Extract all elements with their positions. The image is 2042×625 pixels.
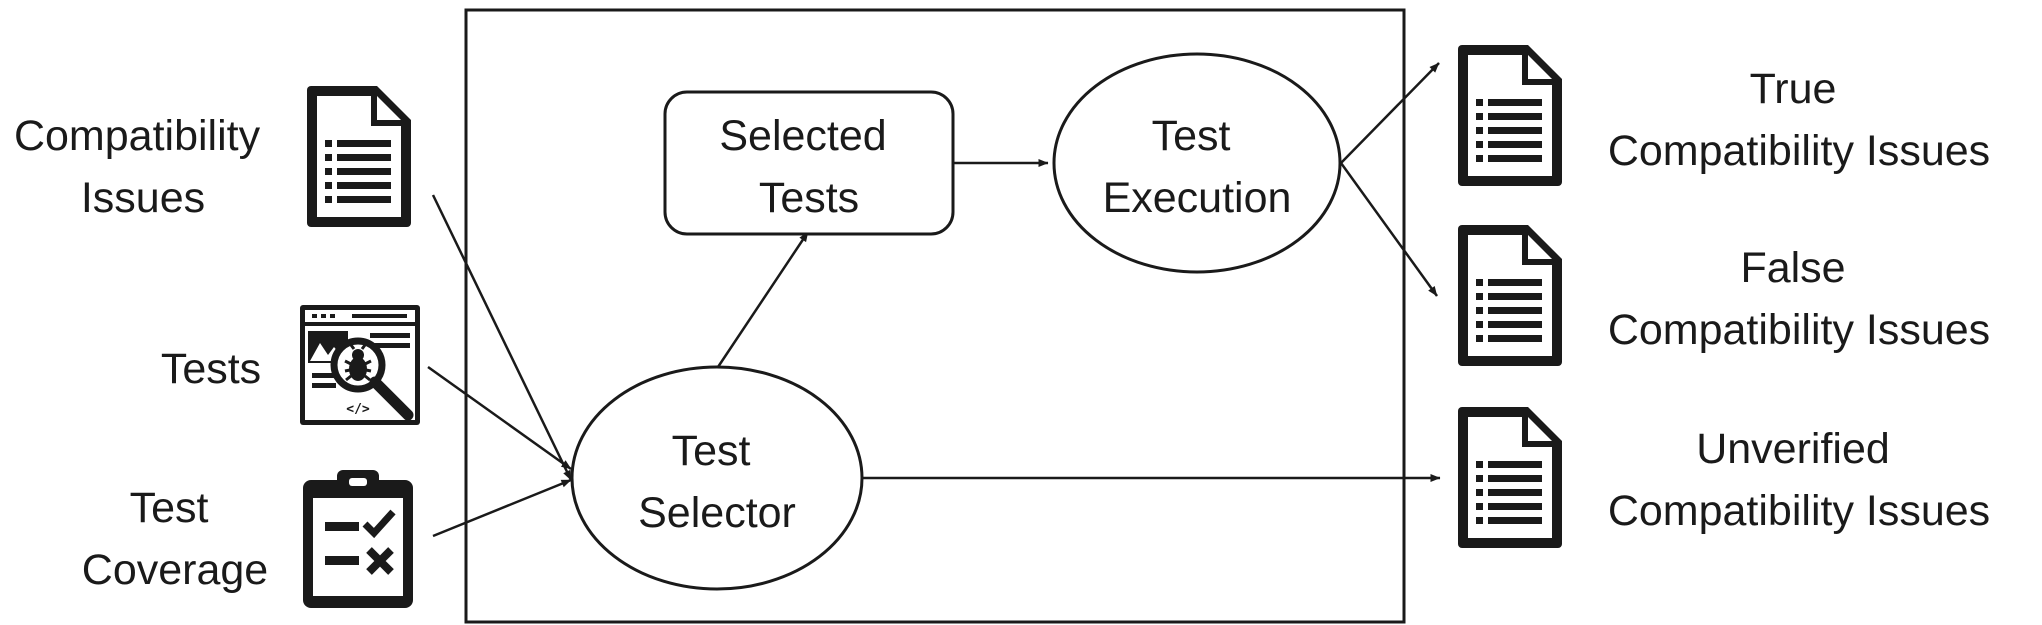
tests-to-selector-arrow bbox=[427, 365, 572, 471]
execution-to-true-issues-arrow bbox=[1340, 62, 1440, 164]
selected-tests-node bbox=[663, 90, 955, 236]
test-execution-node bbox=[1052, 52, 1342, 274]
true-issues-document-icon bbox=[1458, 45, 1562, 186]
selected-tests-label: Selected Tests bbox=[719, 112, 898, 222]
unverified-issues-document-icon bbox=[1458, 407, 1562, 548]
unverified-issues-label: Unverified Compatibility Issues bbox=[1608, 425, 1990, 535]
true-issues-label: True Compatibility Issues bbox=[1608, 65, 1990, 175]
clipboard-checklist-icon bbox=[303, 470, 413, 608]
false-issues-label: False Compatibility Issues bbox=[1608, 244, 1990, 354]
selector-to-selected-tests-arrow bbox=[716, 231, 810, 368]
bug-search-browser-icon: </> bbox=[300, 305, 420, 425]
test-execution-label: Test Execution bbox=[1103, 112, 1292, 222]
compatibility-issues-to-selector-arrow bbox=[431, 194, 573, 481]
false-issues-document-icon bbox=[1458, 225, 1562, 366]
system-boundary-box bbox=[464, 8, 1406, 624]
coverage-to-selector-arrow bbox=[432, 478, 572, 538]
compatibility-issues-input-label: Compatibility Issues bbox=[14, 112, 272, 222]
test-selector-label: Test Selector bbox=[638, 427, 796, 537]
test-selector-node bbox=[570, 365, 864, 591]
execution-to-false-issues-arrow bbox=[1339, 162, 1439, 297]
tests-input-label: Tests bbox=[161, 345, 261, 393]
document-icon bbox=[307, 86, 411, 227]
svg-text:</>: </> bbox=[346, 402, 370, 417]
test-coverage-input-label: Test Coverage bbox=[82, 484, 268, 594]
